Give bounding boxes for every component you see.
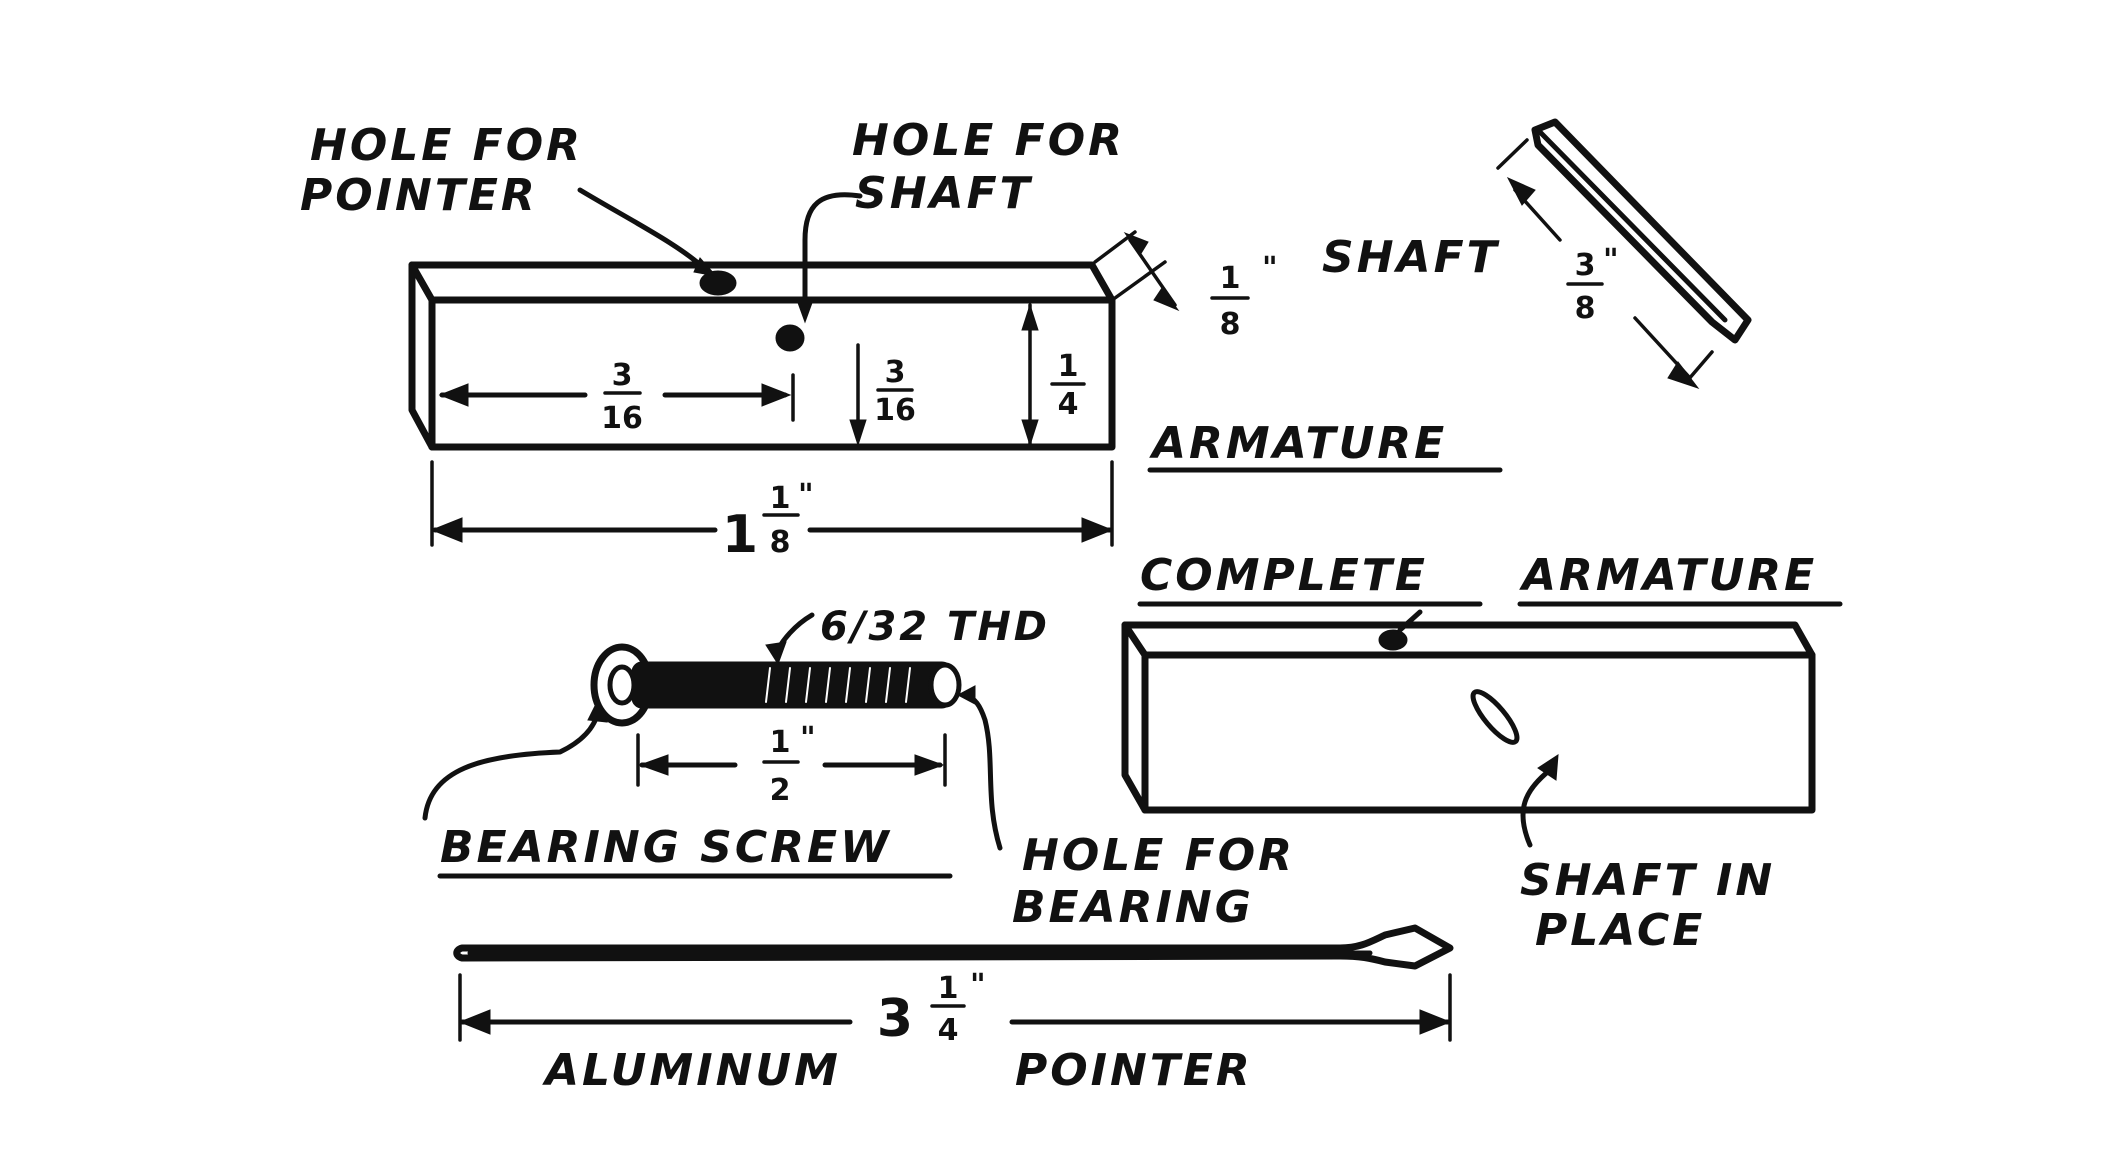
label-complete-armature: ARMATURE xyxy=(1519,550,1817,601)
dim-whole: 3 xyxy=(877,989,913,1049)
shaft-pin xyxy=(1531,118,1752,344)
dim-num: 1 xyxy=(770,725,791,760)
dim-den: 4 xyxy=(938,1013,959,1048)
dim-whole: 1 xyxy=(722,505,758,565)
hole-height-dimension: 3 16 xyxy=(849,343,916,447)
aluminum-pointer xyxy=(453,924,1454,970)
dim-den: 16 xyxy=(874,393,916,428)
dim-den: 8 xyxy=(1575,291,1596,326)
dim-den: 2 xyxy=(770,773,791,808)
label-thread: 6/32 THD xyxy=(820,604,1050,650)
shaft-in-hole xyxy=(1470,689,1520,745)
dim-unit: " xyxy=(798,478,814,513)
dim-unit: " xyxy=(970,968,986,1003)
complete-armature-bar xyxy=(1121,621,1816,814)
screw-length-dimension: 1 2 " xyxy=(636,721,947,808)
dim-num: 1 xyxy=(770,481,791,516)
label-shaft-in-place-line1: SHAFT IN xyxy=(1520,855,1775,906)
bearing-hole-leader xyxy=(962,692,1003,851)
dim-unit: " xyxy=(800,721,816,756)
bearing-screw-leader xyxy=(422,709,601,821)
hole-offset-dimension: 3 16 xyxy=(438,358,795,436)
dim-unit: " xyxy=(1603,243,1619,278)
label-complete: COMPLETE xyxy=(1140,550,1428,601)
pointer-length-dimension: 3 1 4 " xyxy=(458,968,1452,1049)
label-shaft-in-place-line2: PLACE xyxy=(1535,905,1705,956)
dim-num: 3 xyxy=(1575,248,1596,283)
dim-den: 16 xyxy=(601,401,643,436)
shaft-hole-leader xyxy=(802,192,863,313)
label-shaft: SHAFT xyxy=(1322,232,1500,283)
label-bearing-screw: BEARING SCREW xyxy=(440,822,892,873)
armature-height-dimension: 1 4 xyxy=(1021,303,1086,447)
armature-bar xyxy=(408,261,1116,451)
bearing-screw xyxy=(590,643,962,727)
label-hole-for-shaft-line2: SHAFT xyxy=(855,168,1033,219)
dim-num: 1 xyxy=(938,971,959,1006)
label-aluminum: ALUMINUM xyxy=(542,1045,841,1096)
shaft-hole xyxy=(775,324,805,352)
label-hole-for-bearing-line1: HOLE FOR xyxy=(1022,830,1295,881)
dim-num: 1 xyxy=(1220,261,1241,296)
dim-den: 8 xyxy=(1220,307,1241,342)
label-hole-for-pointer-line1: HOLE FOR xyxy=(310,120,583,171)
shaft-length-dimension: 3 8 " xyxy=(1496,138,1714,389)
dim-unit: " xyxy=(1262,251,1278,286)
pointer-hole xyxy=(699,270,737,296)
shaft-in-place-leader xyxy=(1520,767,1553,848)
dim-num: 3 xyxy=(612,358,633,393)
label-hole-for-shaft-line1: HOLE FOR xyxy=(852,115,1125,166)
pointer-hole-tick xyxy=(1397,609,1423,633)
label-hole-for-bearing-line2: BEARING xyxy=(1012,882,1254,933)
pointer-hole-leader xyxy=(577,187,709,273)
dim-den: 4 xyxy=(1058,387,1079,422)
label-pointer: POINTER xyxy=(1015,1045,1253,1096)
dim-num: 1 xyxy=(1058,349,1079,384)
dim-num: 3 xyxy=(885,355,906,390)
label-armature: ARMATURE xyxy=(1149,418,1447,469)
label-hole-for-pointer-line2: POINTER xyxy=(300,170,538,221)
armature-thickness-dimension: 1 8 " xyxy=(1093,230,1278,342)
dim-den: 8 xyxy=(770,525,791,560)
armature-length-dimension: 1 1 8 " xyxy=(430,460,1114,565)
